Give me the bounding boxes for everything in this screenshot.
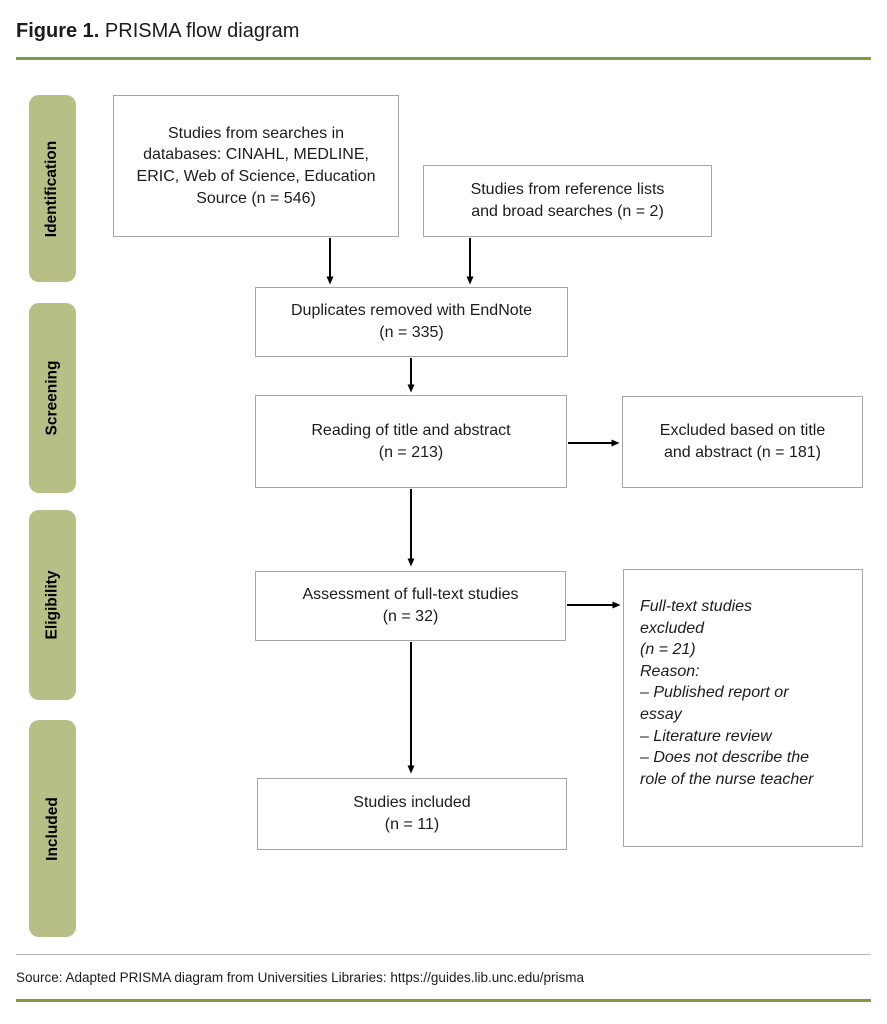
top-divider-line bbox=[16, 57, 871, 60]
stage-eligibility: Eligibility bbox=[29, 510, 76, 700]
stage-included: Included bbox=[29, 720, 76, 937]
figure-caption-number: Figure 1. bbox=[16, 20, 100, 42]
bottom-divider-line bbox=[16, 999, 871, 1002]
box-reference-lists: Studies from reference lists and broad s… bbox=[423, 165, 712, 237]
box-excluded-title-abstract: Excluded based on title and abstract (n … bbox=[622, 396, 863, 488]
figure-caption-title: PRISMA flow diagram bbox=[99, 20, 300, 42]
stage-included-label: Included bbox=[43, 796, 61, 861]
stage-identification-label: Identification bbox=[43, 140, 61, 237]
footer-divider-line bbox=[16, 954, 871, 955]
box-duplicates-removed: Duplicates removed with EndNote (n = 335… bbox=[255, 287, 568, 357]
stage-eligibility-label: Eligibility bbox=[43, 570, 61, 640]
stage-screening: Screening bbox=[29, 303, 76, 493]
stage-identification: Identification bbox=[29, 95, 76, 282]
box-database-searches: Studies from searches in databases: CINA… bbox=[113, 95, 399, 237]
box-title-abstract-reading: Reading of title and abstract (n = 213) bbox=[255, 395, 567, 488]
box-fulltext-assessment: Assessment of full-text studies (n = 32) bbox=[255, 571, 566, 641]
box-studies-included: Studies included (n = 11) bbox=[257, 778, 567, 850]
box-fulltext-excluded: Full-text studies excluded (n = 21) Reas… bbox=[623, 569, 863, 847]
figure-caption: Figure 1. PRISMA flow diagram bbox=[16, 20, 299, 43]
source-note: Source: Adapted PRISMA diagram from Univ… bbox=[16, 970, 585, 985]
stage-screening-label: Screening bbox=[43, 360, 61, 436]
